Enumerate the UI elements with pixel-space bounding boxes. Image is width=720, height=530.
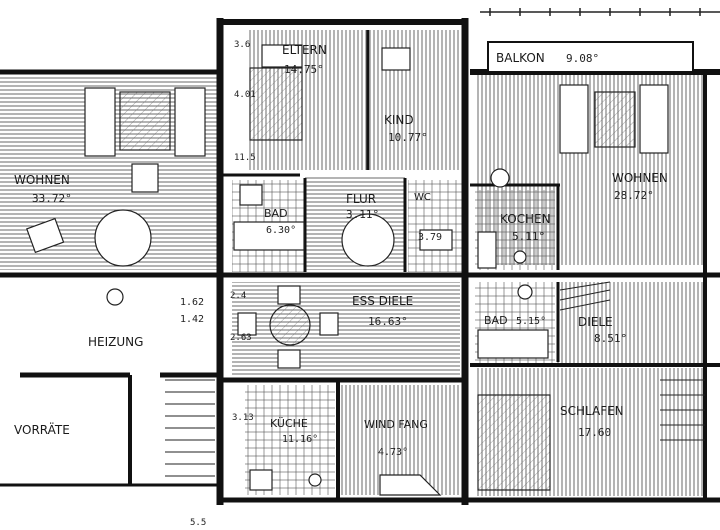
area-wohnen-left: 33.72° (32, 192, 72, 205)
dim-4: 2.4 (230, 291, 246, 301)
label-bad-right: BAD (484, 314, 508, 327)
balkon-label-box (487, 41, 694, 73)
label-wohnen-right: WOHNEN (612, 171, 668, 185)
dim-7: 5.5 (190, 518, 206, 528)
floor-wc (408, 180, 462, 272)
label-schlafen: SCHLAFEN (560, 404, 624, 418)
area-essdiele: 16.63° (368, 315, 408, 328)
area-small-room: 1.42 (180, 314, 204, 325)
area-windfang: 4.73° (378, 447, 408, 458)
label-flur: FLUR (346, 192, 376, 206)
dim-2: 4.01 (234, 90, 256, 100)
dimension-labels: 3.6 4.01 11.5 2.4 2.63 3.13 5.5 (190, 40, 256, 528)
label-diele-right: DIELE (578, 315, 613, 329)
floor-essdiele (232, 282, 460, 377)
area-diele-right: 8.51° (594, 332, 627, 345)
area-kind: 10.77° (388, 131, 428, 144)
area-kueche: 11.16° (282, 434, 318, 445)
balcony-railing (480, 8, 720, 16)
label-wc: WC (414, 192, 431, 203)
dim-1: 3.6 (234, 40, 250, 50)
label-small-room: 1.62 (180, 297, 204, 308)
label-heizung: HEIZUNG (88, 335, 143, 349)
label-wohnen-left: WOHNEN (14, 173, 70, 187)
dim-5: 2.63 (230, 333, 252, 343)
furniture (26, 44, 669, 496)
label-vorraete: VORRÄTE (14, 422, 70, 437)
dim-6: 3.13 (232, 413, 254, 423)
area-wc: 3.79 (418, 232, 442, 243)
area-balkon: 9.08° (566, 52, 599, 65)
label-kueche: KÜCHE (270, 417, 308, 430)
area-bad-right: 5.15° (516, 316, 546, 327)
area-wohnen-right: 28.72° (614, 189, 654, 202)
label-kochen: KOCHEN (500, 212, 551, 226)
label-kind: KIND (384, 113, 414, 127)
dim-3: 11.5 (234, 153, 256, 163)
area-schlafen: 17.60 (578, 426, 611, 439)
area-bad-left: 6.30° (266, 225, 296, 236)
label-bad-left: BAD (264, 207, 288, 220)
area-eltern: 14.75° (284, 63, 324, 76)
label-essdiele: ESS DIELE (352, 294, 413, 308)
label-balkon: BALKON (496, 51, 545, 65)
area-flur: 3.11° (346, 208, 379, 221)
label-windfang: WIND FANG (364, 418, 428, 431)
stairs (165, 281, 705, 477)
area-kochen: 5.11° (512, 230, 545, 243)
label-eltern: ELTERN (282, 43, 327, 57)
room-labels: ELTERN 14.75° KIND 10.77° BALKON 9.08° W… (14, 43, 668, 458)
